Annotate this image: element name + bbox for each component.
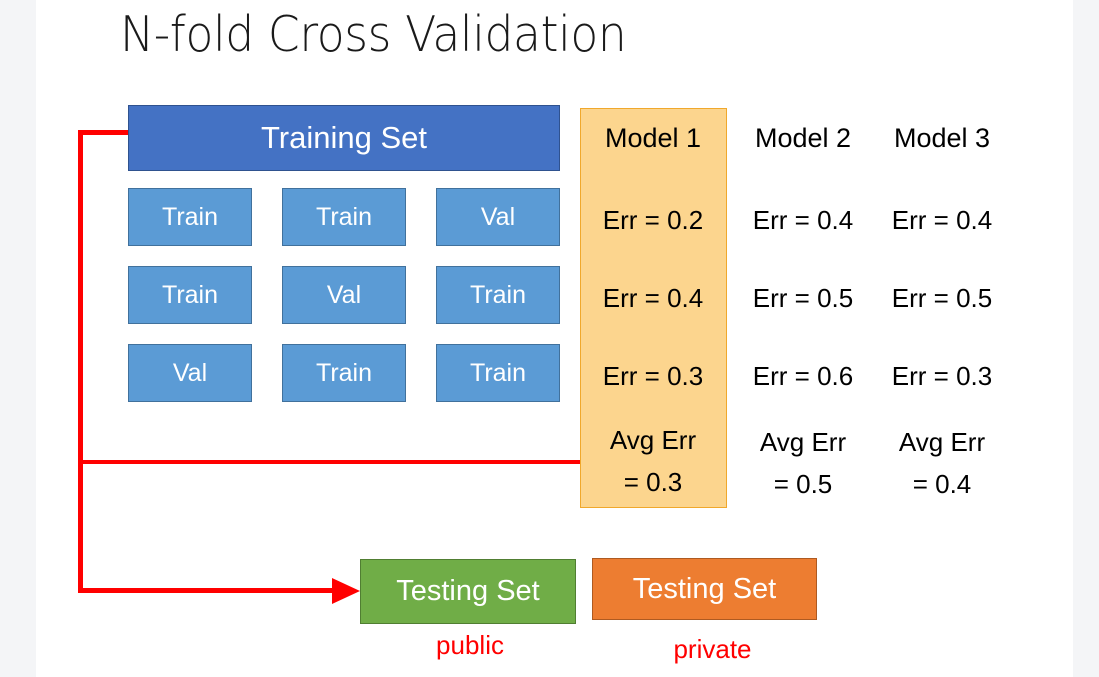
fold-cell-r3c1[interactable]: Val xyxy=(128,344,252,402)
connector-to-training-set xyxy=(78,130,132,135)
model-2-err-3: Err = 0.6 xyxy=(752,361,854,391)
model-1-avg-label: Avg Err xyxy=(609,425,697,455)
model-3-header: Model 3 xyxy=(893,123,991,153)
model-2-avg-label: Avg Err xyxy=(759,427,847,457)
model-1-err-3: Err = 0.3 xyxy=(602,361,704,391)
testing-set-public-label: Testing Set xyxy=(396,575,540,607)
fold-cell-label: Train xyxy=(315,358,373,387)
fold-cell-label: Train xyxy=(161,202,219,231)
model-3-err-2: Err = 0.5 xyxy=(891,283,993,313)
connector-vertical-line xyxy=(78,130,83,593)
fold-cell-r1c2[interactable]: Train xyxy=(282,188,406,246)
fold-cell-r1c1[interactable]: Train xyxy=(128,188,252,246)
fold-cell-r2c2[interactable]: Val xyxy=(282,266,406,324)
testing-set-private-box[interactable]: Testing Set xyxy=(592,558,817,620)
page-title: N-fold Cross Validation xyxy=(120,6,627,63)
fold-cell-r2c1[interactable]: Train xyxy=(128,266,252,324)
model-3-avg-value: = 0.4 xyxy=(912,469,972,499)
fold-cell-label: Train xyxy=(315,202,373,231)
right-gutter xyxy=(1073,0,1099,677)
model-2-header: Model 2 xyxy=(754,123,852,153)
fold-cell-label: Val xyxy=(326,280,362,309)
training-set-box[interactable]: Training Set xyxy=(128,105,560,171)
model-2-avg-value: = 0.5 xyxy=(773,469,833,499)
testing-set-public-box[interactable]: Testing Set xyxy=(360,559,576,624)
model-2-err-1: Err = 0.4 xyxy=(752,205,854,235)
model-3-err-1: Err = 0.4 xyxy=(891,205,993,235)
fold-cell-r1c3[interactable]: Val xyxy=(436,188,560,246)
fold-cell-r2c3[interactable]: Train xyxy=(436,266,560,324)
training-set-label: Training Set xyxy=(261,120,427,155)
arrow-head-icon xyxy=(332,578,360,604)
model-1-avg-value: = 0.3 xyxy=(623,467,683,497)
connector-to-model-results xyxy=(78,460,582,464)
model-1-header: Model 1 xyxy=(604,123,702,153)
public-annotation: public xyxy=(436,630,504,660)
model-1-err-2: Err = 0.4 xyxy=(602,283,704,313)
model-2-err-2: Err = 0.5 xyxy=(752,283,854,313)
left-gutter xyxy=(0,0,36,677)
fold-cell-r3c3[interactable]: Train xyxy=(436,344,560,402)
connector-to-testing-set xyxy=(78,588,336,593)
fold-cell-r3c2[interactable]: Train xyxy=(282,344,406,402)
fold-cell-label: Train xyxy=(469,358,527,387)
fold-cell-label: Val xyxy=(480,202,516,231)
fold-cell-label: Val xyxy=(172,358,208,387)
model-3-avg-label: Avg Err xyxy=(898,427,986,457)
fold-cell-label: Train xyxy=(469,280,527,309)
model-3-err-3: Err = 0.3 xyxy=(891,361,993,391)
private-annotation: private xyxy=(673,634,752,664)
model-1-err-1: Err = 0.2 xyxy=(602,205,704,235)
testing-set-private-label: Testing Set xyxy=(632,572,777,605)
fold-cell-label: Train xyxy=(161,280,219,309)
model-1-highlight-band xyxy=(580,108,727,508)
